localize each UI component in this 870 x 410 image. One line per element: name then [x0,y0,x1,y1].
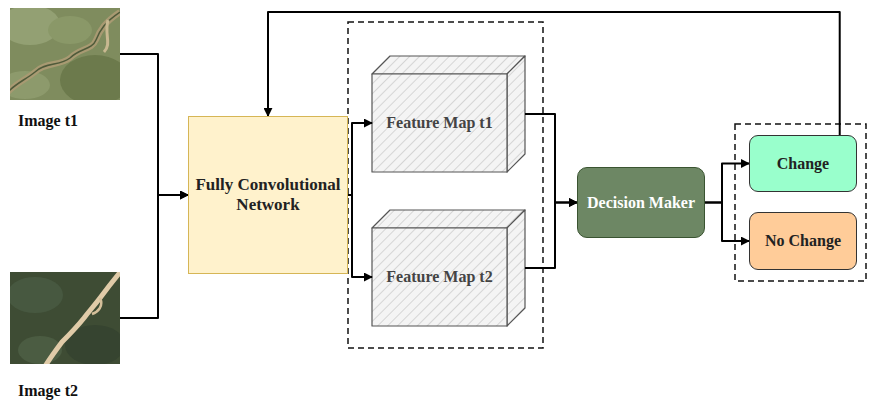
group-outline [348,22,543,348]
process-box: Fully Convolutional Network [188,116,348,274]
image-node: Image t2 [8,272,124,400]
satellite-image [10,272,120,364]
flow-arrow [705,164,749,203]
feature-cube [372,210,525,326]
image-node: Image t1 [8,8,124,130]
flow-arrow [705,203,749,242]
flow-arrow [348,123,372,195]
flow-arrow [120,54,188,195]
flow-arrow [268,12,840,135]
node-label: No Change [759,232,847,250]
feature-map: Feature Map t1 [372,74,507,172]
node-label: Feature Map t2 [380,268,498,286]
output-box: Change [749,135,857,192]
flow-arrow [525,114,577,203]
feature-map: Feature Map t2 [372,228,507,326]
satellite-image [10,8,120,100]
node-label: Image t1 [8,112,78,130]
node-label: Decision Maker [581,194,701,212]
output-box: No Change [749,212,857,270]
flow-arrow [525,203,577,269]
group-outline [735,124,866,281]
flow-arrow [120,195,188,318]
flow-arrow [348,195,372,277]
feature-cube [372,56,525,172]
node-label: Fully Convolutional Network [189,175,347,215]
decision-box: Decision Maker [577,167,705,238]
node-label: Image t2 [8,382,78,400]
node-label: Feature Map t1 [380,114,498,132]
node-label: Change [771,155,835,173]
